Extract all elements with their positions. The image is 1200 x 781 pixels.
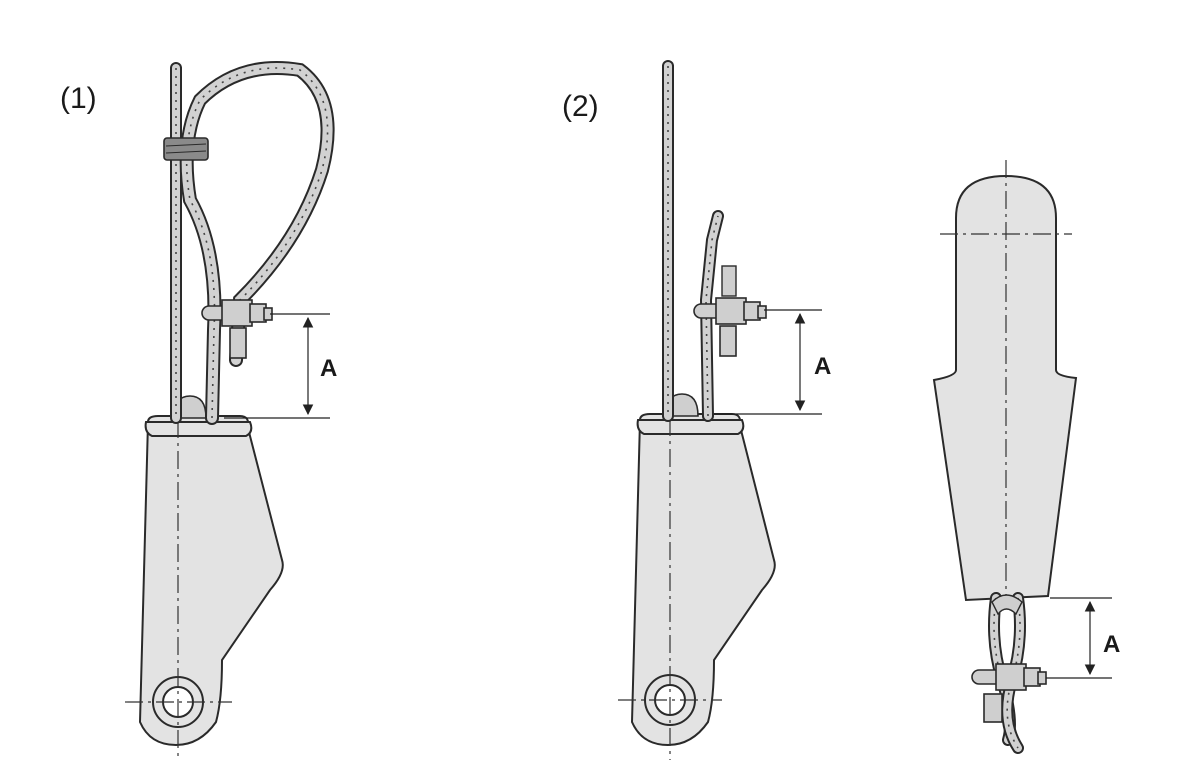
wire-rope-clip-3 <box>971 663 1047 723</box>
dimension-a-label-3: A <box>1103 631 1120 658</box>
wedge-socket-body-3 <box>932 174 1078 602</box>
socket-lip-2 <box>636 419 745 435</box>
wire-rope-clip-2 <box>693 265 767 357</box>
dimension-a-2: A <box>714 309 831 415</box>
wire-rope-clip-1 <box>201 299 273 359</box>
dimension-a-3: A <box>1046 597 1120 679</box>
dimension-a-label-2: A <box>814 353 831 380</box>
socket-lip-1 <box>144 421 253 437</box>
panel-2: (2) A <box>562 60 831 760</box>
panel-1-label: (1) <box>60 82 97 115</box>
dimension-a-label-1: A <box>320 355 337 382</box>
seizing-band-1 <box>163 137 209 161</box>
dead-end-rope-2 <box>699 210 724 422</box>
dimension-a-1: A <box>224 313 337 419</box>
wedge-socket-body-1 <box>138 415 284 747</box>
rope-loop-1 <box>179 61 335 425</box>
panel-3: A <box>932 160 1120 754</box>
panel-1: (1) <box>60 61 337 760</box>
panel-2-label: (2) <box>562 90 599 123</box>
